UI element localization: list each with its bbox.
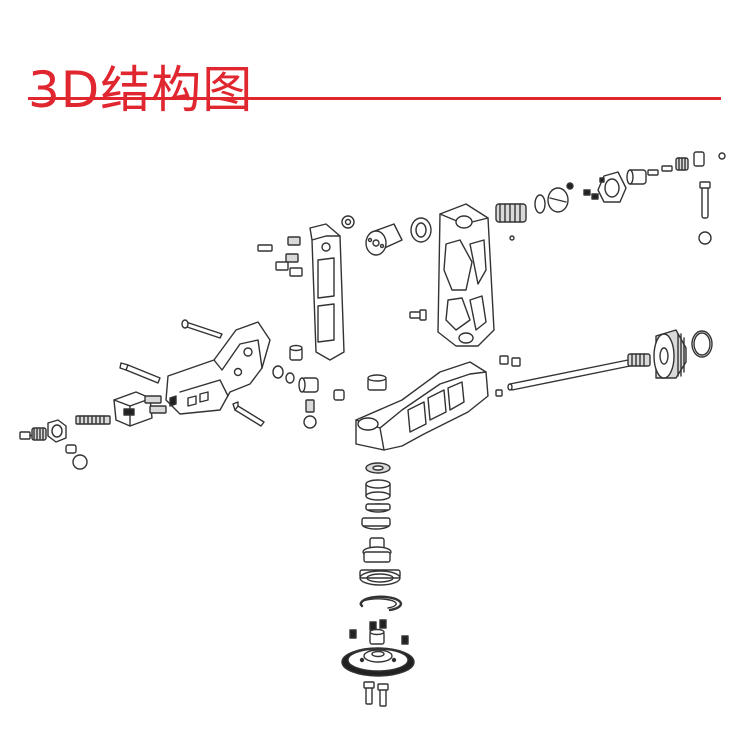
small-screws-top xyxy=(257,236,303,277)
washer-thin xyxy=(534,194,546,214)
spring xyxy=(495,203,527,223)
upper-arm xyxy=(437,203,495,347)
sleeve xyxy=(365,479,391,501)
arm-screws xyxy=(495,355,521,397)
bushing-2 xyxy=(298,377,319,393)
bearing-stack-1 xyxy=(365,462,391,474)
washer-left xyxy=(272,365,295,384)
side-plate xyxy=(309,223,345,361)
roller xyxy=(653,329,687,379)
page-title: 3D结构图 xyxy=(28,60,254,119)
disc-plate xyxy=(547,182,574,213)
top-right-pin xyxy=(698,181,712,245)
coupler-top xyxy=(626,169,647,185)
bearing-large xyxy=(359,569,401,586)
exploded-diagram xyxy=(0,120,750,746)
title-divider xyxy=(28,97,721,100)
long-bolt xyxy=(181,319,223,339)
end-cap xyxy=(597,171,627,203)
shaft-spline xyxy=(627,353,651,367)
left-threaded-rod xyxy=(75,415,111,425)
bearing-upper xyxy=(410,217,432,243)
drive-shaft xyxy=(507,359,631,391)
mounting-bracket xyxy=(165,321,271,415)
snap-ring xyxy=(359,595,403,612)
hex-key-2 xyxy=(232,401,265,427)
bracket-screws xyxy=(144,395,167,414)
side-plate-washer xyxy=(341,215,355,229)
tiny-parts-top xyxy=(647,151,726,176)
small-nuts xyxy=(583,189,599,200)
exploded-diagram-canvas xyxy=(19,151,726,707)
left-spring-1 xyxy=(31,427,47,441)
o-ring xyxy=(691,330,713,358)
arm-pin xyxy=(509,235,515,241)
arm-screw xyxy=(409,309,427,321)
pulley xyxy=(341,647,415,677)
clamp-block xyxy=(113,391,153,427)
left-ball-stud xyxy=(65,444,88,470)
split-ring-2 xyxy=(361,517,391,530)
hex-key-1 xyxy=(119,362,161,384)
bushing-1 xyxy=(289,344,303,361)
spacer-hub xyxy=(365,223,403,256)
main-arm xyxy=(355,361,489,451)
coupler-hub xyxy=(369,628,385,645)
split-ring-1 xyxy=(365,503,391,513)
bottom-screws xyxy=(363,681,389,707)
small-bushing xyxy=(333,389,345,401)
left-nut xyxy=(47,419,67,443)
shaft-collar xyxy=(362,537,392,563)
ball-stud-right xyxy=(303,399,317,429)
arm-top-bushing xyxy=(367,374,387,391)
